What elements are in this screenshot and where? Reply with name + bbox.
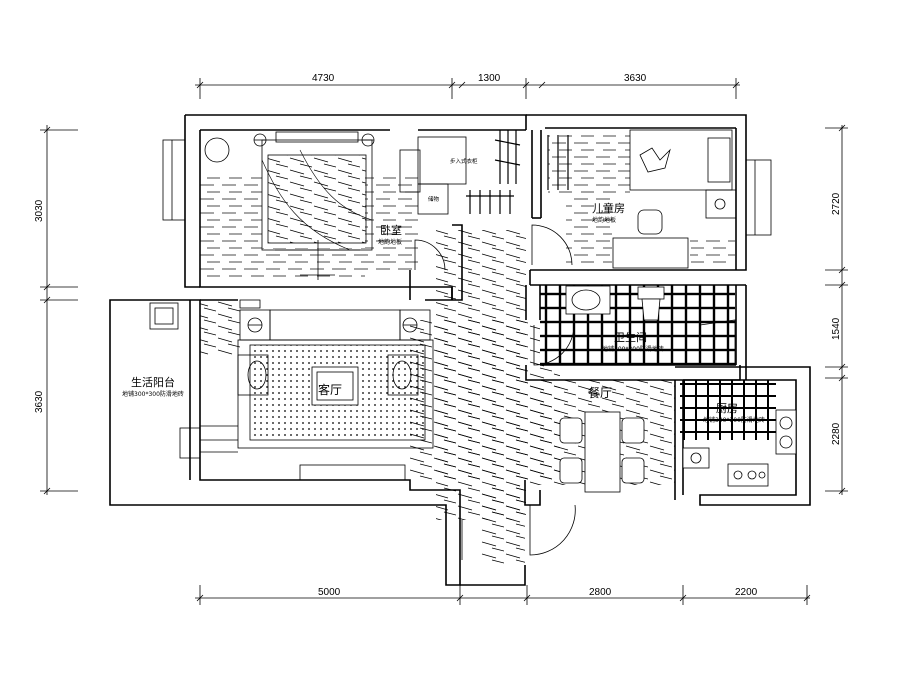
dimension-labels: 4730 1300 3630 5000 2800 2200 3030 3630 … — [34, 73, 842, 598]
balcony-note: 地铺300*300防滑地砖 — [122, 390, 184, 398]
dim-bottom-2: 2800 — [589, 587, 612, 598]
walkin-closet-label: 步入式衣柜 — [450, 157, 478, 165]
kids-room-furniture — [547, 129, 737, 269]
balcony-fixtures — [149, 302, 179, 330]
dim-top-1: 4730 — [312, 73, 335, 84]
dim-bottom-3: 2200 — [735, 587, 758, 598]
dim-left-1: 3030 — [34, 199, 45, 222]
dim-right-1: 2720 — [831, 192, 842, 215]
kids-room-note: 地韵地板 — [592, 216, 616, 224]
bedroom-furniture — [204, 130, 521, 280]
kids-room-label: 儿童房 — [592, 201, 625, 215]
dining-label: 餐厅 — [588, 385, 612, 400]
bathroom-note: 地铺300*300防滑地砖 — [602, 345, 664, 353]
bathroom-fixtures — [565, 285, 736, 366]
kitchen-note: 地铺300*300防滑地砖 — [703, 416, 765, 424]
bedroom-label: 卧室 — [380, 223, 402, 237]
bathroom-label: 卫生间 — [614, 330, 647, 344]
doors — [414, 224, 576, 560]
dimension-lines — [40, 78, 848, 605]
windows — [162, 139, 772, 459]
kitchen-fixtures — [682, 409, 797, 487]
dim-right-2: 1540 — [831, 317, 842, 340]
living-room-furniture — [200, 299, 434, 481]
room-labels: 卧室 地韵地板 儿童房 地韵地板 卫生间 地铺300*300防滑地砖 客厅 餐厅… — [122, 157, 765, 424]
dim-right-3: 2280 — [831, 422, 842, 445]
dining-furniture — [559, 411, 645, 493]
dim-top-2: 1300 — [478, 73, 501, 84]
dim-top-3: 3630 — [624, 73, 647, 84]
balcony-label: 生活阳台 — [131, 375, 175, 389]
dim-left-2: 3630 — [34, 390, 45, 413]
living-room-label: 客厅 — [318, 382, 342, 397]
dim-bottom-1: 5000 — [318, 587, 341, 598]
kitchen-label: 厨房 — [716, 402, 738, 415]
bedroom-note: 地韵地板 — [378, 238, 402, 246]
storage-label: 储物 — [428, 195, 440, 203]
